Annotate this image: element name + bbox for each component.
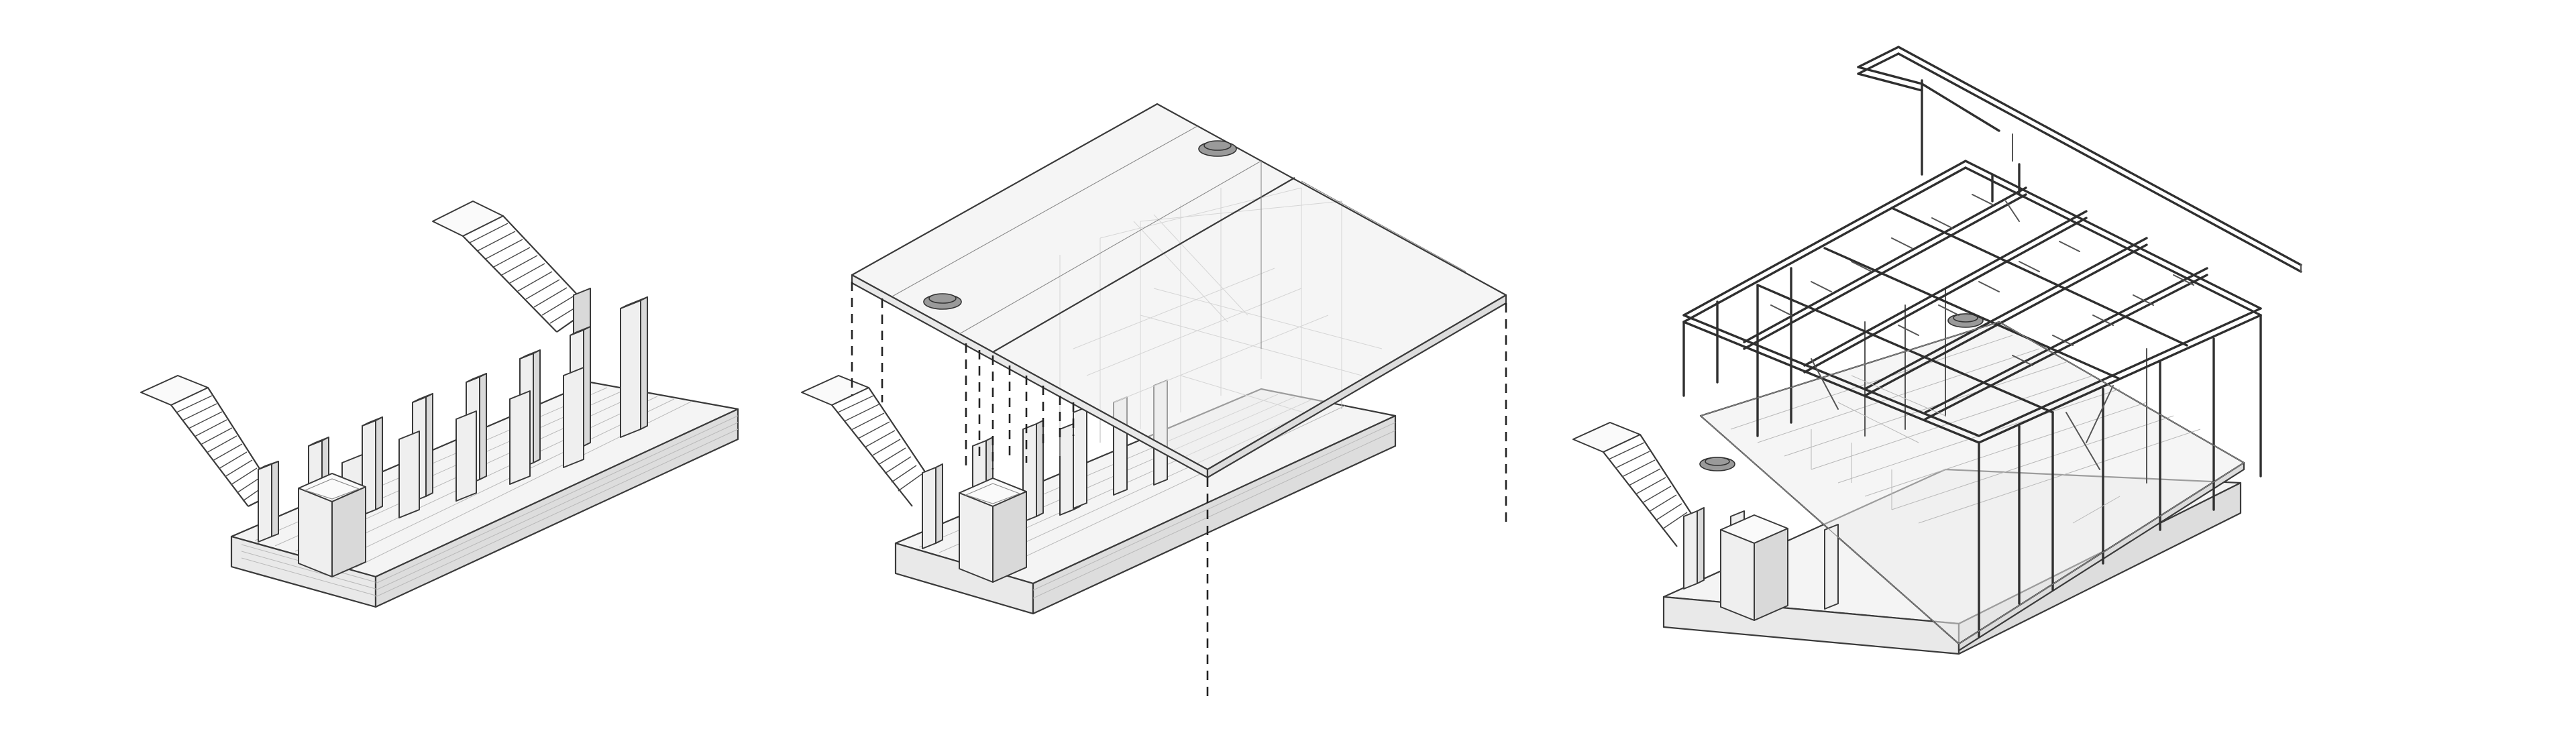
wall-fin bbox=[455, 410, 477, 502]
primary-girders bbox=[1682, 160, 2262, 444]
projection-lines bbox=[851, 282, 1507, 697]
wall-fin bbox=[1073, 406, 1087, 509]
wall-fin bbox=[509, 390, 531, 485]
roof-plane bbox=[851, 103, 1507, 479]
upper-frame bbox=[1857, 46, 2302, 273]
lower-frame bbox=[1700, 321, 2245, 644]
stair-lower bbox=[140, 375, 276, 507]
wall-fin bbox=[1683, 507, 1705, 589]
vent-icon bbox=[1699, 457, 1735, 471]
secondary-joists bbox=[1770, 194, 2194, 366]
vent-icon bbox=[923, 293, 962, 310]
stair-lower bbox=[801, 375, 940, 507]
vent-icon bbox=[1947, 313, 1984, 328]
wall-fin bbox=[258, 461, 279, 543]
wall-fin bbox=[398, 431, 420, 518]
vent-icon bbox=[1198, 140, 1237, 157]
service-box bbox=[298, 473, 366, 577]
stair-upper-treads bbox=[469, 223, 582, 324]
stair-lower-treads bbox=[837, 395, 922, 492]
stair-upper bbox=[432, 201, 591, 343]
panel-base bbox=[140, 201, 739, 608]
panel-roof-overlay bbox=[801, 103, 1507, 697]
stair-lower-treads bbox=[176, 395, 268, 502]
panel-structure bbox=[1572, 46, 2302, 655]
service-box bbox=[959, 477, 1027, 583]
wall-fin bbox=[620, 296, 648, 438]
columns bbox=[1682, 79, 2262, 638]
wall-fins bbox=[922, 380, 1168, 549]
wall-fins bbox=[258, 296, 648, 543]
stair-lower-treads bbox=[1608, 442, 1688, 530]
diagonal-bracing bbox=[1811, 201, 2114, 470]
wall-fin bbox=[922, 463, 943, 549]
wall-fin bbox=[1824, 524, 1839, 610]
service-box bbox=[1720, 514, 1788, 621]
wall-fin bbox=[563, 367, 584, 468]
